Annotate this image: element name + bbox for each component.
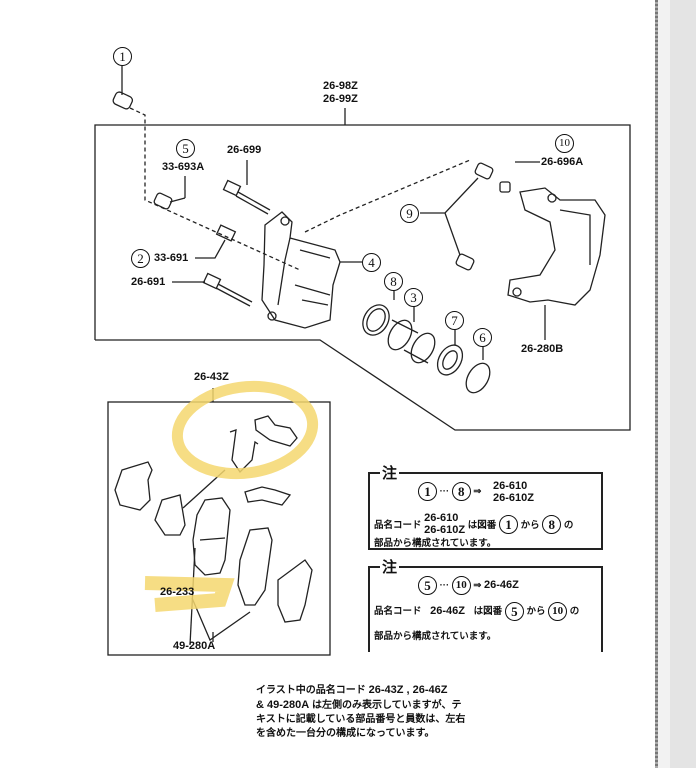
callout-10: 10: [555, 134, 574, 153]
label-33-693A: 33-693A: [162, 161, 205, 173]
callout-9: 9: [400, 204, 419, 223]
arrow-icon: ⇒: [473, 486, 482, 498]
note-text: から: [526, 606, 546, 618]
note-code: 26-610Z: [493, 492, 534, 504]
note-code: 26-610Z: [424, 524, 466, 536]
label-33-691: 33-691: [154, 252, 189, 264]
arrow-icon: ⇒: [473, 580, 482, 592]
note-code: 26-610: [424, 512, 459, 524]
note-callout: 5: [504, 602, 524, 621]
note-title: 注: [380, 462, 400, 483]
callout-4: 4: [362, 253, 381, 272]
label-26-43Z: 26-43Z: [194, 371, 229, 383]
note-text: の: [563, 520, 574, 531]
document-page: 1 2 3 4 5 6 7 8 9 10 26-98Z 26-99Z 33-69…: [94, 47, 631, 741]
note-callout: 5: [418, 576, 437, 595]
note-text: は図番: [467, 520, 497, 531]
label-26-691: 26-691: [131, 276, 166, 288]
note-text: 品名コード: [374, 606, 422, 618]
note-callout: 8: [542, 514, 562, 534]
note-text: の: [569, 606, 580, 618]
parts-diagram-art: [94, 66, 631, 656]
note-code: 26-46Z: [484, 579, 519, 592]
note-code: 26-610: [493, 480, 528, 492]
label-26-280B: 26-280B: [521, 343, 564, 355]
label-49-280A: 49-280A: [173, 640, 216, 652]
note-text: 品名コード: [374, 520, 422, 531]
footer-codes: & 49-280A: [256, 699, 310, 711]
note-code: 26-46Z: [430, 605, 466, 618]
highlight-underline: [144, 576, 235, 612]
footer-codes: 26-43Z , 26-46Z: [368, 684, 448, 696]
note-text: から: [520, 520, 540, 531]
callout-3: 3: [404, 288, 423, 307]
callout-6: 6: [473, 328, 492, 347]
callout-7: 7: [445, 311, 464, 330]
note-title: 注: [380, 556, 400, 577]
note-text: は図番: [473, 606, 503, 618]
caliper-bracket: [507, 187, 606, 306]
page-edge: [655, 0, 658, 768]
callout-1: 1: [113, 47, 132, 66]
highlight-marks: [144, 380, 319, 612]
note-callout: 10: [548, 602, 568, 621]
note-ellipsis: ···: [439, 486, 450, 498]
callout-8: 8: [384, 272, 403, 291]
note-text: 部品から構成されています。: [374, 631, 497, 642]
note-ellipsis: ···: [439, 580, 450, 592]
label-26-233: 26-233: [160, 586, 195, 598]
label-26-696A: 26-696A: [541, 156, 584, 168]
caliper-body: [261, 211, 341, 329]
pad-kit-frame: [107, 401, 331, 656]
caliper-assembly-frame: [94, 124, 631, 431]
label-26-699: 26-699: [227, 144, 262, 156]
callout-2: 2: [131, 249, 150, 268]
note-callout: 10: [451, 576, 471, 595]
footer-text: キストに記載している部品番号と員数は、左右: [256, 714, 466, 725]
note-callout: 1: [418, 482, 437, 501]
note-box-2: 注 5 ··· 10 ⇒ 26-46Z 品名コード 26-46Z は図番 5 か…: [368, 556, 603, 652]
footer-note: イラスト中の品名コード 26-43Z , 26-46Z & 49-280A は左…: [256, 683, 486, 741]
note-text: 部品から構成されています。: [374, 538, 497, 549]
callout-5: 5: [176, 139, 195, 158]
highlight-circle: [171, 380, 319, 480]
footer-text: を含めた一台分の構成になっています。: [256, 728, 435, 739]
note-callout: 1: [498, 514, 518, 534]
label-26-98Z: 26-98Z: [323, 80, 358, 92]
viewer-background: [658, 0, 696, 768]
note-callout: 8: [451, 482, 471, 501]
footer-text: イラスト中の品名コード: [256, 685, 366, 696]
footer-text: は左側のみ表示していますが、テ: [311, 700, 462, 711]
label-26-99Z: 26-99Z: [323, 93, 358, 105]
bleeder-cap: [112, 91, 134, 110]
